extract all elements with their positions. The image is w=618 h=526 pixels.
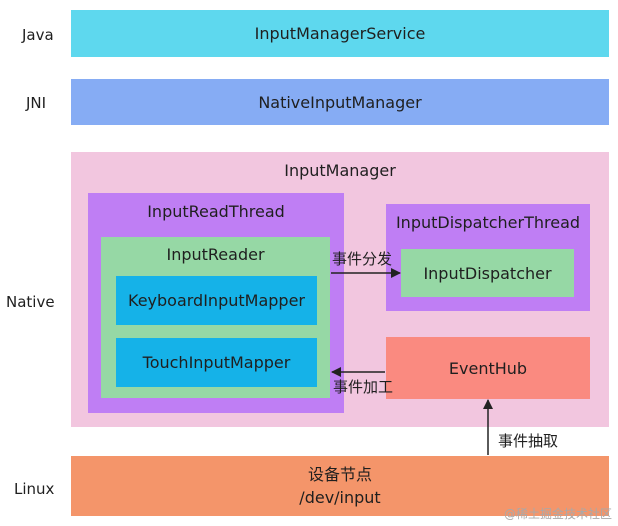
layer-label-java: Java: [22, 26, 54, 44]
layer-label-native: Native: [6, 293, 55, 311]
input-read-thread-label: InputReadThread: [147, 202, 285, 221]
event-hub-box: EventHub: [386, 337, 590, 399]
keyboard-input-mapper-label: KeyboardInputMapper: [128, 291, 305, 310]
touch-input-mapper-box: TouchInputMapper: [116, 338, 317, 387]
device-node-box: 设备节点 /dev/input: [71, 456, 609, 516]
input-manager-label: InputManager: [284, 161, 396, 180]
touch-input-mapper-label: TouchInputMapper: [142, 353, 291, 372]
native-input-manager-label: NativeInputManager: [258, 92, 422, 112]
layer-label-jni: JNI: [26, 94, 47, 112]
native-input-manager-box: NativeInputManager: [71, 79, 609, 125]
extract-arrow-label: 事件抽取: [498, 432, 559, 450]
input-manager-service-label: InputManagerService: [254, 24, 426, 43]
device-node-label: 设备节点: [307, 465, 372, 484]
input-manager-service-box: InputManagerService: [71, 10, 609, 57]
watermark: @稀土掘金技术社区: [503, 507, 612, 521]
input-dispatcher-label: InputDispatcher: [423, 263, 552, 283]
keyboard-input-mapper-box: KeyboardInputMapper: [116, 276, 317, 325]
device-path-label: /dev/input: [299, 488, 381, 507]
process-arrow-label: 事件加工: [333, 378, 394, 396]
event-hub-label: EventHub: [448, 358, 528, 378]
input-dispatcher-box: InputDispatcher: [401, 249, 574, 297]
input-reader-label: InputReader: [166, 245, 265, 264]
input-dispatcher-thread-label: InputDispatcherThread: [395, 213, 581, 232]
dispatch-arrow-label: 事件分发: [332, 250, 393, 268]
layer-label-linux: Linux: [14, 480, 55, 498]
